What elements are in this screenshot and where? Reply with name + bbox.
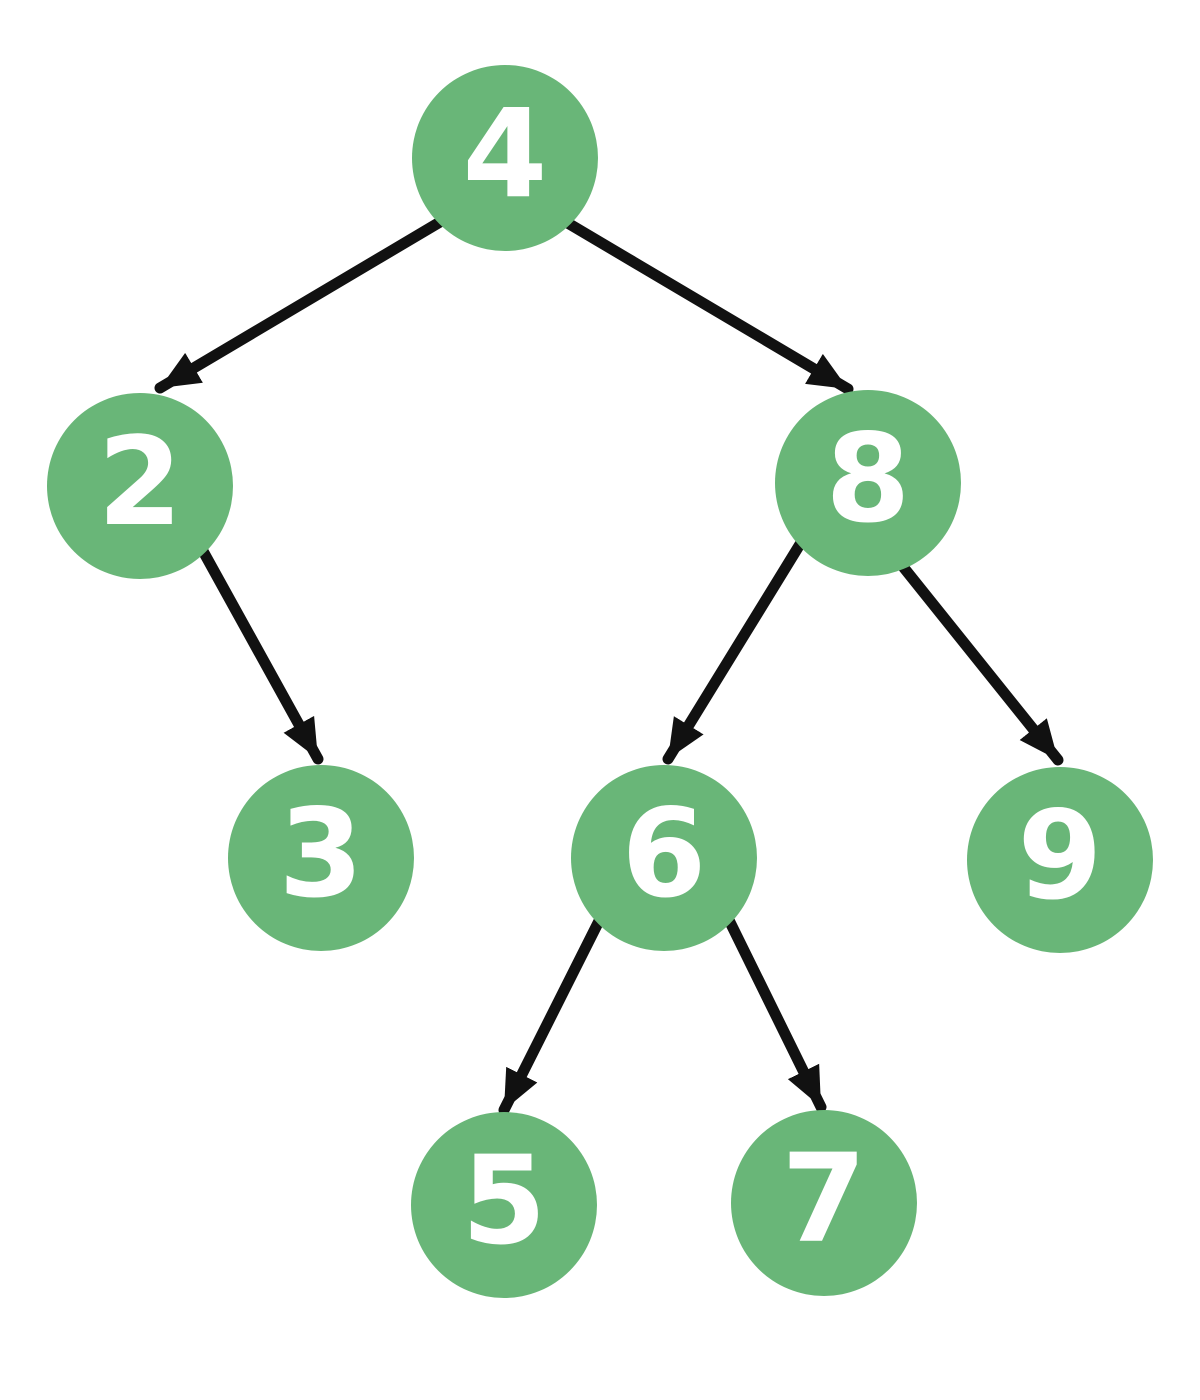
edge-4-to-2 [154,216,446,394]
tree-node-9: 9 [967,767,1153,953]
tree-node-3: 3 [228,765,414,951]
tree-node-3-label: 3 [278,783,364,925]
edge-6-to-7 [721,910,827,1113]
tree-node-2-label: 2 [97,411,183,553]
tree-node-7: 7 [731,1110,917,1296]
edge-8-to-9 [882,542,1064,766]
tree-node-7-label: 7 [781,1128,867,1270]
edge-6-to-5 [498,913,606,1116]
tree-node-4: 4 [412,65,598,251]
tree-node-8-label: 8 [825,408,911,550]
tree-node-4-label: 4 [462,83,548,225]
edge-4-to-8 [560,216,854,395]
tree-node-6: 6 [571,765,757,951]
tree-node-6-label: 6 [621,783,707,925]
tree-node-2: 2 [47,393,233,579]
tree-node-9-label: 9 [1017,785,1103,927]
edge-8-to-6 [662,535,808,765]
tree-node-5-label: 5 [461,1130,547,1272]
edge-2-to-3 [192,536,324,765]
tree-node-5: 5 [411,1112,597,1298]
tree-node-8: 8 [775,390,961,576]
